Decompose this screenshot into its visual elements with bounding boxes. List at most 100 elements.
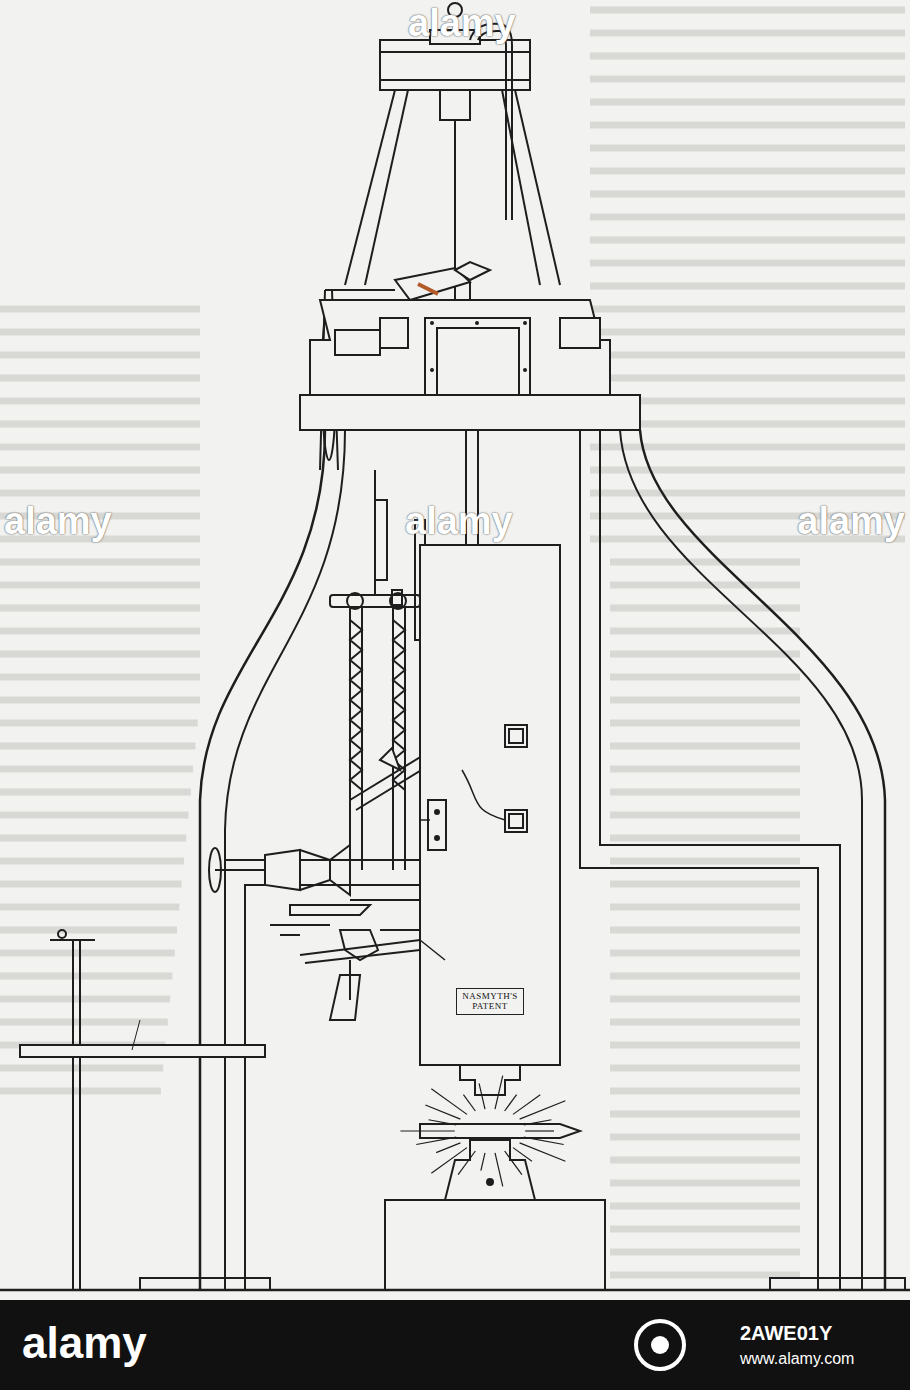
- faint-text-line: [610, 1019, 800, 1026]
- faint-text-line: [610, 766, 800, 773]
- faint-text-line: [610, 927, 800, 934]
- faint-text-line: [610, 1065, 800, 1072]
- faint-text-line: [590, 237, 905, 244]
- faint-text-line: [590, 283, 905, 290]
- faint-text-line: [610, 1226, 800, 1233]
- faint-text-line: [610, 858, 800, 865]
- faint-text-line: [610, 628, 800, 635]
- faint-text-line: [0, 398, 200, 405]
- faint-text-line: [610, 720, 800, 727]
- faint-text-line: [0, 812, 189, 819]
- spark-line: [458, 1151, 475, 1175]
- faint-text-line: [610, 1249, 800, 1256]
- faint-text-line: [0, 421, 200, 428]
- faint-text-line: [0, 375, 200, 382]
- faint-text-line: [0, 973, 172, 980]
- faint-text-line: [590, 214, 905, 221]
- watermark-url: www.alamy.com: [740, 1350, 854, 1368]
- watermark: alamy: [4, 500, 112, 543]
- faint-text-line: [590, 467, 905, 474]
- faint-text-line: [590, 53, 905, 60]
- faint-text-line: [590, 260, 905, 267]
- watermark: alamy: [797, 500, 905, 543]
- spark-line: [505, 1151, 522, 1175]
- faint-text-line: [0, 490, 200, 497]
- faint-text-line: [610, 812, 800, 819]
- faint-text-line: [0, 329, 200, 336]
- faint-text-line: [610, 904, 800, 911]
- spark-line: [505, 1095, 517, 1111]
- spark-line: [513, 1095, 540, 1115]
- faint-text-line: [0, 582, 200, 589]
- spark-line: [520, 1101, 566, 1119]
- spark-line: [525, 1130, 554, 1131]
- faint-text-line: [610, 1157, 800, 1164]
- spark-line: [479, 1083, 485, 1109]
- spark-line: [463, 1095, 475, 1111]
- spark-line: [495, 1153, 503, 1187]
- spark-line: [429, 1120, 457, 1125]
- faint-text-line: [0, 766, 193, 773]
- faint-text-line: [610, 1111, 800, 1118]
- faint-text-line: [610, 996, 800, 1003]
- spark-line: [436, 1143, 460, 1153]
- faint-text-line: [610, 789, 800, 796]
- faint-text-line: [590, 7, 905, 14]
- faint-text-line: [0, 720, 198, 727]
- faint-text-line: [0, 743, 195, 750]
- faint-text-line: [0, 858, 184, 865]
- faint-text-line: [610, 1042, 800, 1049]
- faint-text-line: [610, 973, 800, 980]
- spark-line: [524, 1137, 564, 1144]
- spark-line: [513, 1148, 532, 1162]
- faint-text-line: [610, 1088, 800, 1095]
- faint-text-line: [0, 950, 175, 957]
- faint-text-line: [590, 375, 905, 382]
- faint-text-line: [0, 628, 200, 635]
- background-page-text: [0, 10, 905, 1275]
- faint-text-line: [0, 697, 200, 704]
- faint-text-line: [0, 835, 186, 842]
- faint-text-line: [610, 1203, 800, 1210]
- faint-text-line: [0, 674, 200, 681]
- faint-text-line: [610, 651, 800, 658]
- faint-text-line: [590, 76, 905, 83]
- spark-line: [481, 1153, 485, 1171]
- steam-hammer: [0, 3, 910, 1290]
- faint-text-line: [590, 191, 905, 198]
- faint-text-line: [590, 99, 905, 106]
- faint-text-line: [610, 743, 800, 750]
- faint-text-line: [610, 674, 800, 681]
- faint-text-line: [610, 697, 800, 704]
- faint-text-line: [590, 168, 905, 175]
- image-id: 2AWE01Y: [740, 1322, 832, 1345]
- spark-line: [431, 1148, 467, 1174]
- faint-text-line: [0, 1019, 168, 1026]
- watermark-logo: alamy: [22, 1318, 147, 1368]
- watermark: alamy: [408, 2, 516, 45]
- faint-text-line: [590, 444, 905, 451]
- name-plate: NASMYTH'S PATENT: [456, 988, 524, 1015]
- faint-text-line: [610, 881, 800, 888]
- faint-text-line: [590, 145, 905, 152]
- faint-text-line: [0, 605, 200, 612]
- faint-text-line: [590, 352, 905, 359]
- faint-text-line: [0, 996, 170, 1003]
- faint-text-line: [0, 789, 191, 796]
- spark-line: [520, 1143, 566, 1161]
- faint-text-line: [0, 444, 200, 451]
- faint-text-line: [0, 352, 200, 359]
- spark-line: [495, 1076, 503, 1110]
- alamy-icon: [636, 1321, 684, 1369]
- faint-text-line: [0, 467, 200, 474]
- spark-line: [431, 1089, 467, 1115]
- faint-text-line: [610, 835, 800, 842]
- faint-text-line: [0, 559, 200, 566]
- spark-line: [416, 1137, 456, 1144]
- spark-line: [425, 1105, 460, 1119]
- plate-text: NASMYTH'S PATENT: [460, 991, 520, 1011]
- faint-text-line: [0, 927, 177, 934]
